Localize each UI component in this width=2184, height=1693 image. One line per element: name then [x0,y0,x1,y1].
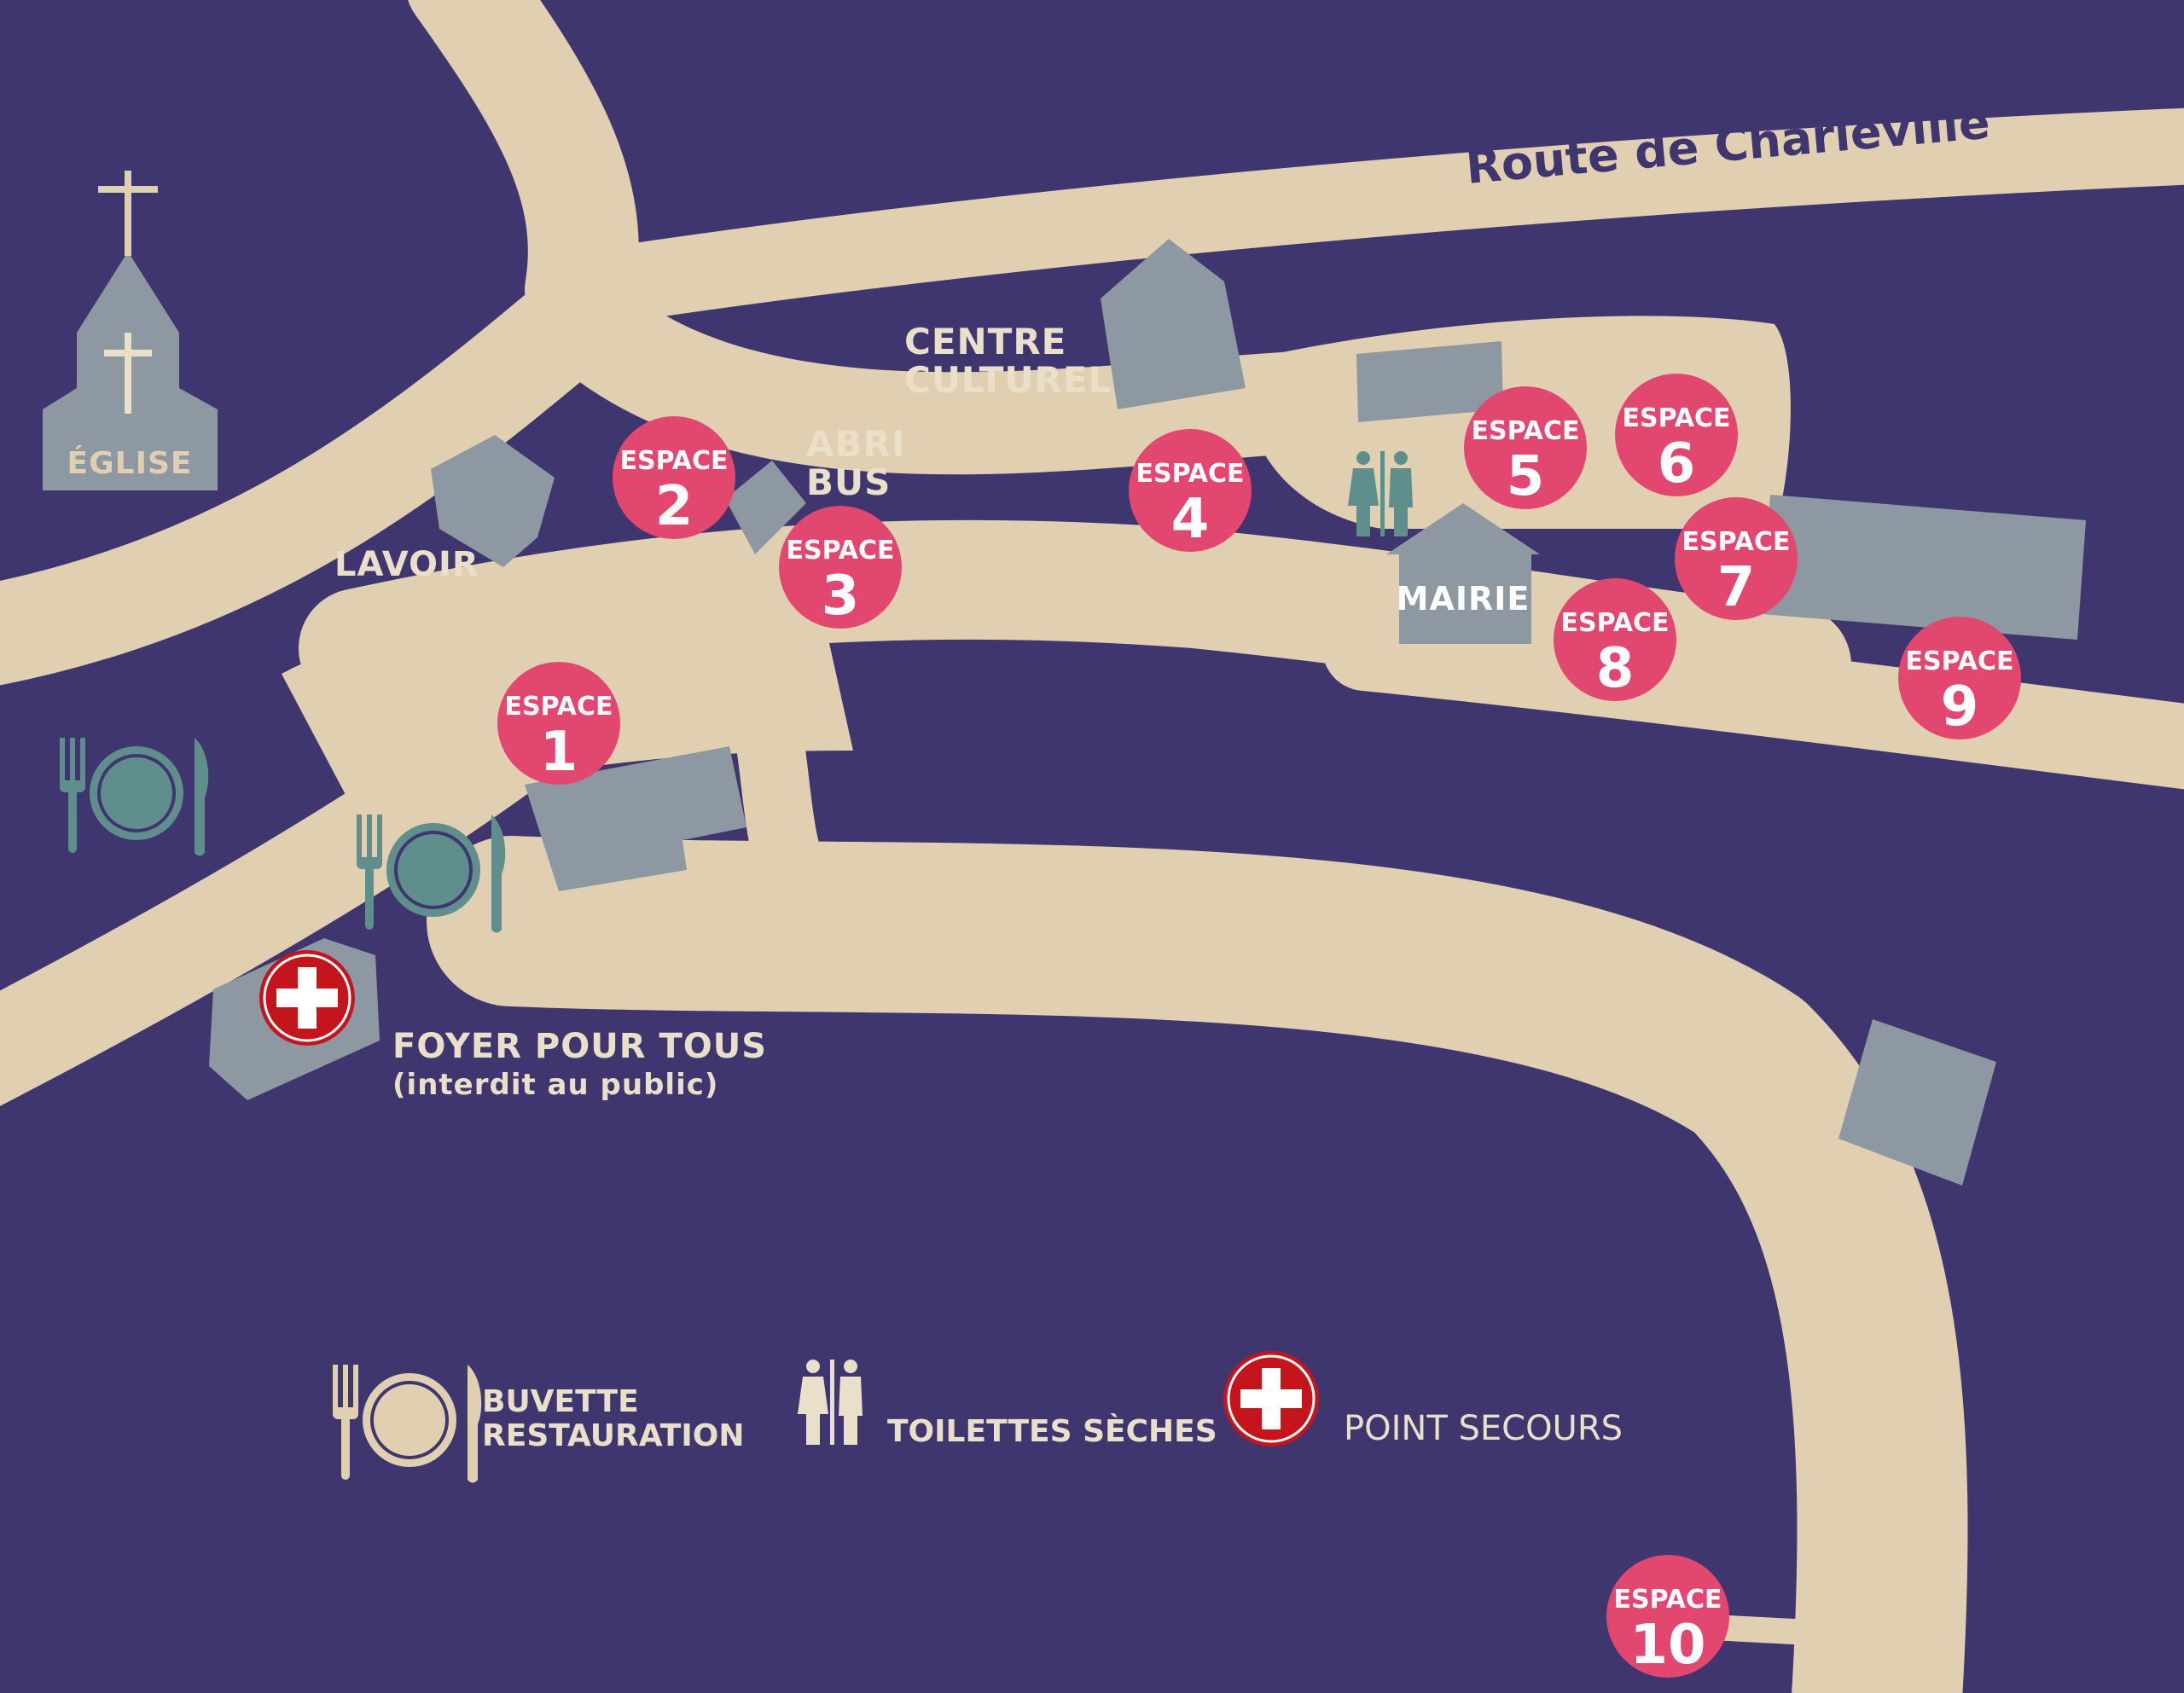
espace-markers: ESPACE1ESPACE2ESPACE3ESPACE4ESPACE5ESPAC… [497,374,2021,1678]
espace-marker-label: ESPACE [1560,608,1669,638]
espace-marker-number: 7 [1717,556,1756,619]
abri-bus-building [725,461,806,554]
espace-marker-circle [1129,429,1252,552]
cutlery-plate-icon [331,1363,484,1485]
buildings [43,239,2086,1186]
foyer-label: FOYER POUR TOUS [392,1027,767,1066]
mairie-building [1386,503,1540,644]
east-building [1762,495,2086,640]
place-labels: ÉGLISE LAVOIR CENTRE CULTUREL ABRI BUS M… [67,321,1531,1102]
church-cross-icon [98,171,158,414]
mairie-annex-building [1356,341,1503,422]
espace-marker-number: 5 [1507,445,1545,508]
espace-marker-circle [1675,497,1798,620]
first-aid-cross-icon [258,948,357,1047]
lavoir-label: LAVOIR [334,545,479,584]
espace-marker-label: ESPACE [619,446,728,476]
road-north [408,0,639,345]
espace-marker-label: ESPACE [1613,1585,1722,1615]
road-east [1322,606,2184,790]
centre-culturel-label-1: CENTRE [904,321,1066,362]
espace-marker-number: 4 [1171,488,1210,551]
espace-marker-circle [1898,617,2021,739]
espace-marker-number: 1 [540,721,578,784]
legend-toilettes: TOILETTES SÈCHES [887,1413,1217,1449]
espace-marker-number: 6 [1658,432,1696,496]
espace-marker-number: 9 [1941,675,1979,739]
south-east-building [1838,1019,1996,1186]
espace-marker-label: ESPACE [1136,459,1244,489]
espace-marker-circle [779,506,902,629]
legend-buvette-line2: RESTAURATION [482,1418,744,1453]
espace-marker-label: ESPACE [1905,646,2013,676]
centre-culturel-label-2: CULTUREL [904,359,1112,401]
espace-marker-label: ESPACE [1622,403,1730,433]
espace-marker-circle [497,662,620,785]
road-loop [537,273,1382,475]
cutlery-plate-icon [58,736,211,858]
espace-marker-number: 8 [1596,637,1635,700]
espace-marker-label: ESPACE [1682,527,1790,557]
espace-marker-circle [613,416,735,539]
espace-marker-number: 3 [822,565,860,628]
legend: BUVETTE RESTAURATION TOILETTES SÈCHES PO… [331,1349,1623,1485]
espace-marker-label: ESPACE [1471,416,1579,446]
road-charleville [542,107,2184,328]
legend-secours: POINT SECOURS [1344,1409,1623,1448]
centre-culturel-building [1101,239,1246,409]
foyer-note-label: (interdit au public) [392,1068,718,1102]
espace-marker-circle [1554,578,1676,701]
first-aid-cross-icon [1222,1349,1321,1448]
road-south-big [427,836,1968,1693]
espace-marker-circle [1606,1555,1729,1678]
espace-marker-circle [1464,386,1587,509]
espace-marker-circle [1615,374,1738,496]
abri-bus-label-1: ABRI [806,423,906,465]
road-west [0,264,631,686]
espace-marker-number: 2 [655,475,694,538]
market-building [525,746,746,891]
espace-marker-number: 10 [1629,1614,1705,1677]
toilets-icon [798,1360,863,1445]
espace-marker-label: ESPACE [504,692,613,722]
abri-bus-label-2: BUS [806,461,891,503]
lavoir-building [431,435,555,567]
legend-buvette-line1: BUVETTE [482,1384,639,1419]
espace-marker-label: ESPACE [786,536,894,565]
eglise-label: ÉGLISE [67,445,193,481]
mairie-label: MAIRIE [1397,580,1531,617]
